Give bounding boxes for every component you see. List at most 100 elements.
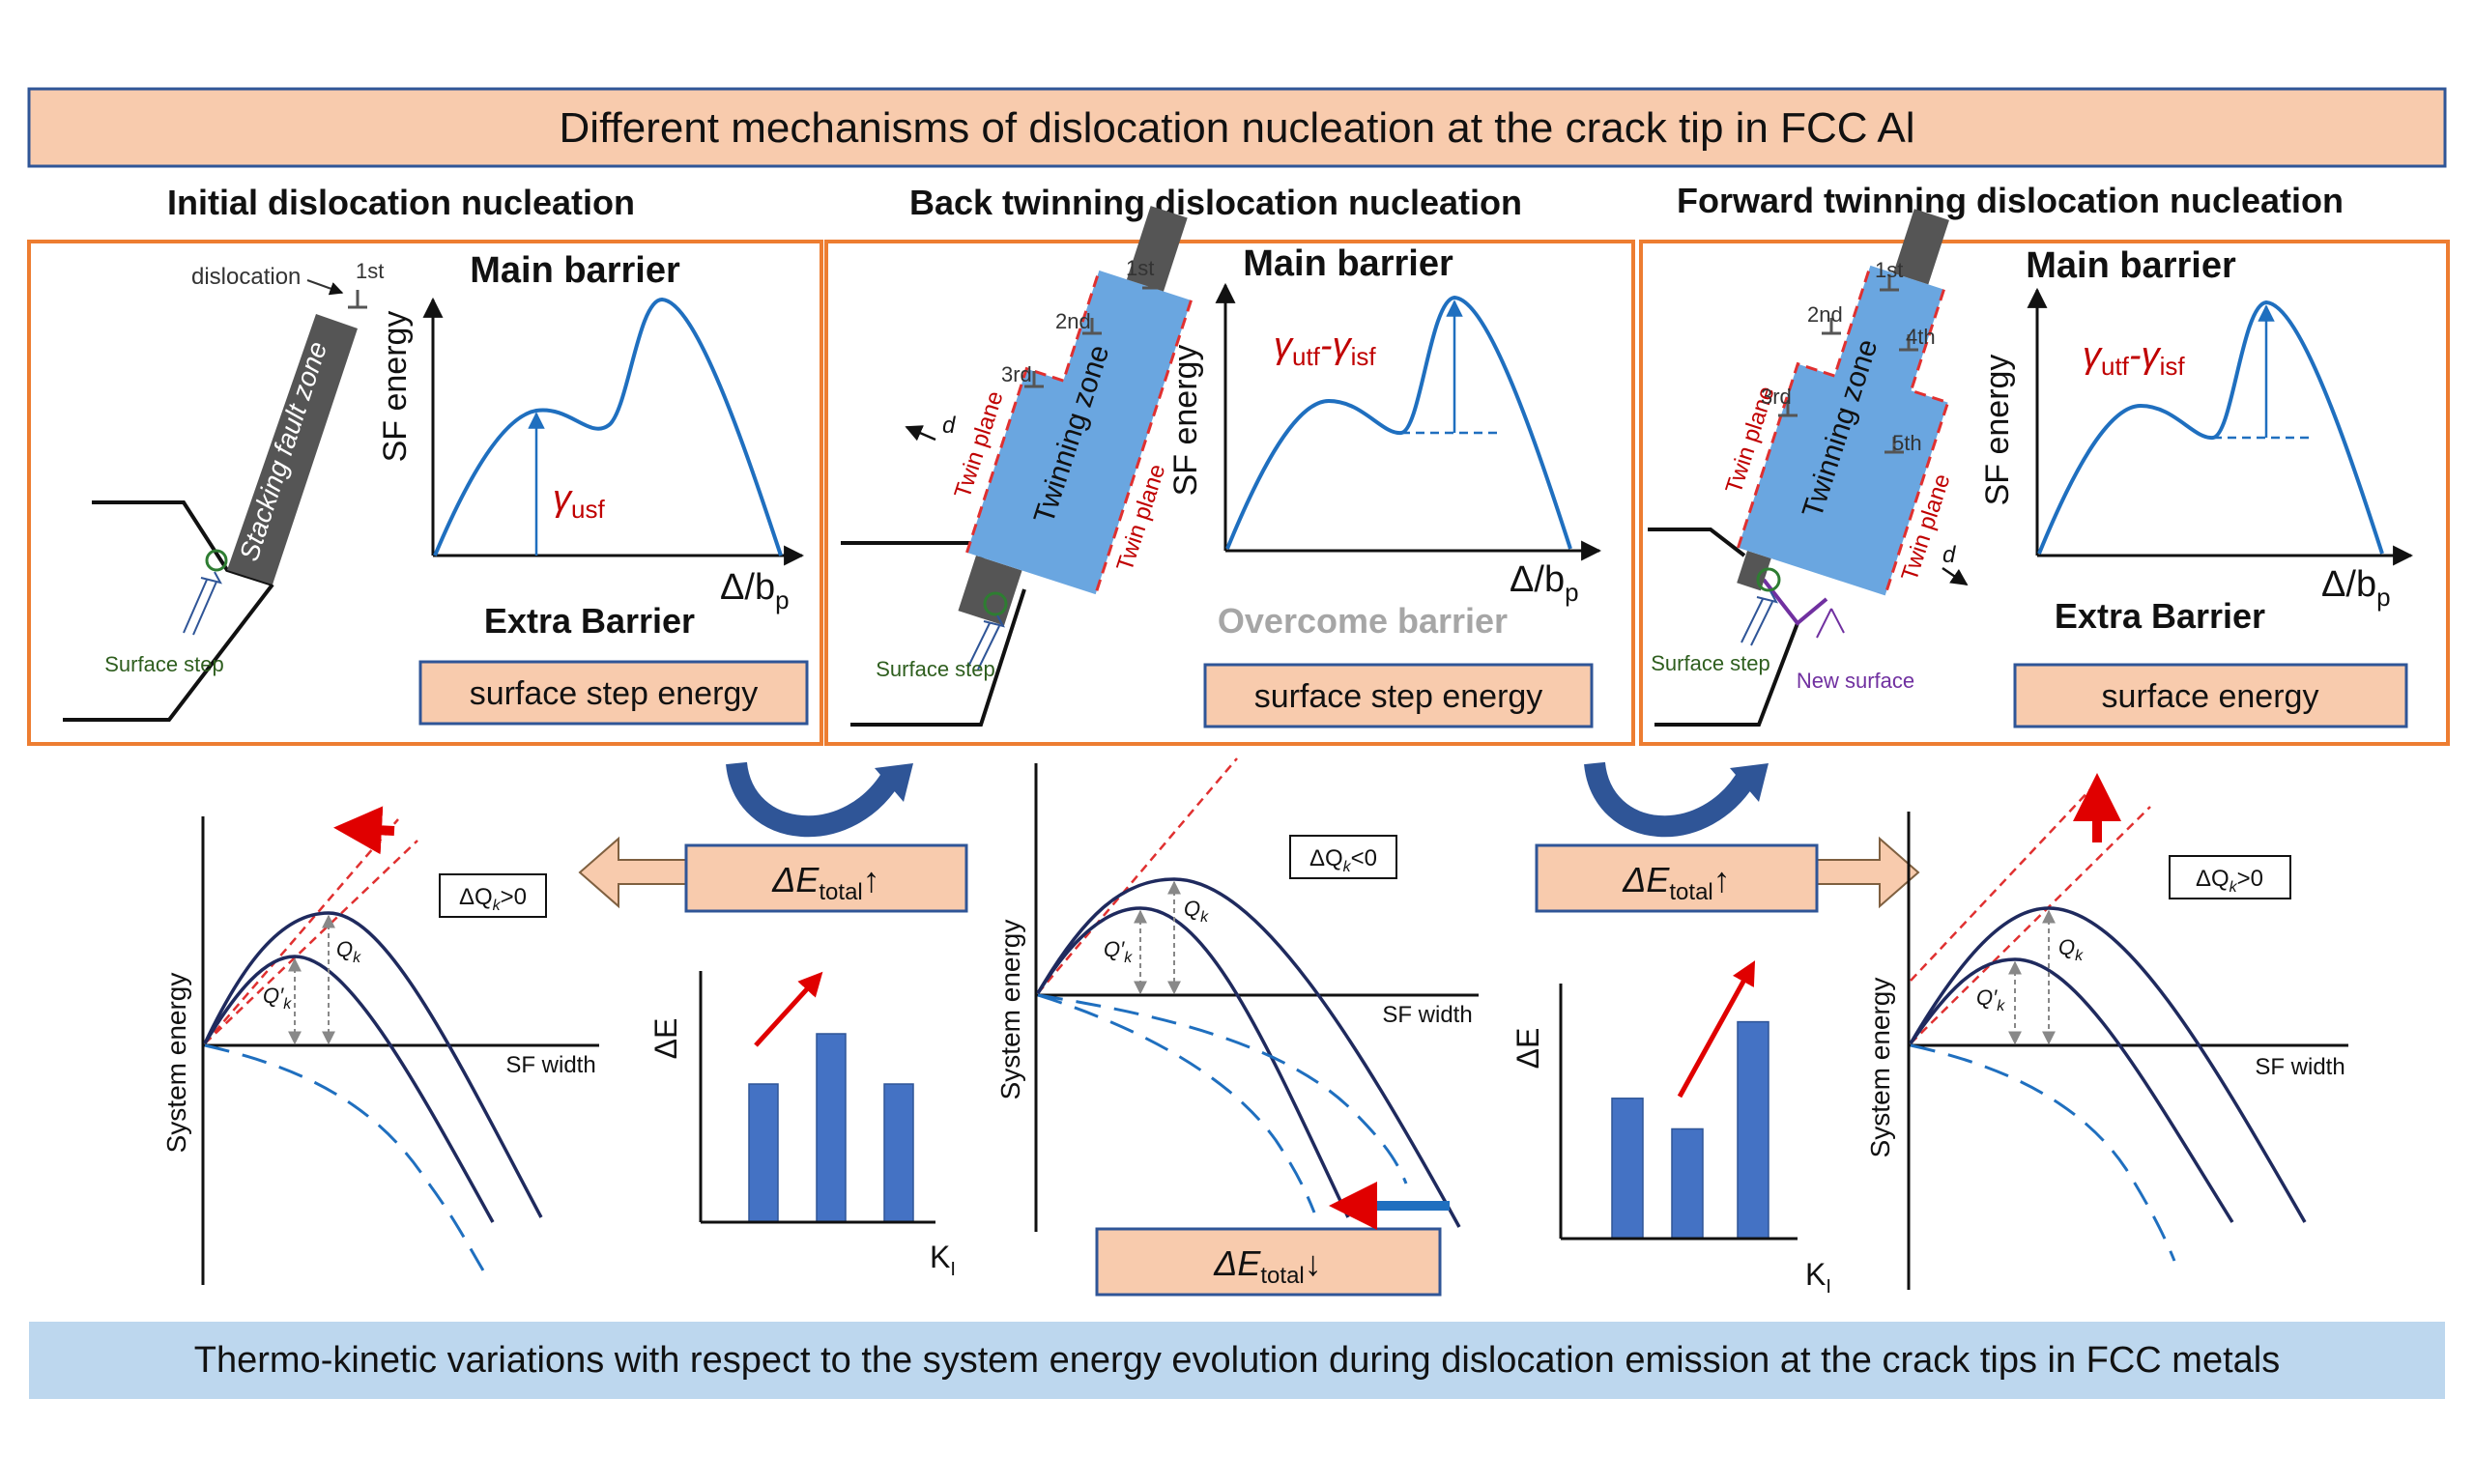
upper-fault-block: [1126, 206, 1188, 292]
tangent-line-upper: [1910, 786, 2093, 982]
order-label-1st: 1st: [1126, 256, 1154, 280]
x-axis-label: Δ/bp: [720, 567, 790, 614]
panel-heading-back: Back twinning dislocation nucleation: [909, 183, 1522, 222]
twinning-zone: [1738, 265, 1948, 596]
footer-banner: [29, 1322, 2445, 1399]
panel-initial: Stacking fault zone 1st dislocation Surf…: [27, 240, 823, 746]
etotal-box-middle: [1095, 1227, 1442, 1297]
trend-arrow: [1677, 960, 1756, 1099]
qk-prime-label: Q′k: [1104, 937, 1133, 966]
dislocation-symbol-3rd: [1024, 371, 1044, 388]
x-axis-label: Δ/bp: [1510, 559, 1579, 607]
energy-curve-upper: [203, 911, 543, 1218]
panel-heading-forward: Forward twinning dislocation nucleation: [1677, 181, 2344, 220]
utf-isf-symbol: γutf-γisf: [1274, 326, 1376, 371]
bar-2: [1671, 1127, 1704, 1240]
surface-step-arrow: [1740, 590, 1778, 646]
twin-plane-right-dash: [1094, 300, 1193, 595]
surface-energy-curve: [1910, 1043, 2176, 1262]
dq-label: ΔQk>0: [2196, 866, 2263, 896]
utf-isf-symbol: γutf-γisf: [2083, 335, 2185, 381]
dislocation-symbol-1st: [1880, 274, 1899, 292]
dislocation-symbol-1st: [348, 290, 367, 309]
surface-step-arrow: [967, 614, 1005, 671]
d-direction-arrow: [905, 425, 936, 442]
y-axis-label: SF energy: [1167, 345, 1204, 497]
qk-prime-label: Q′k: [263, 984, 292, 1013]
tangent-line-lower: [1910, 806, 2151, 1044]
new-surface-label: New surface: [1797, 669, 1914, 693]
tangent-line: [1037, 757, 1238, 994]
dq-label: ΔQk>0: [459, 884, 527, 914]
surface-step-label: Surface step: [876, 657, 995, 681]
title-banner: [27, 87, 2447, 168]
trend-arrow: [754, 971, 823, 1047]
tangent-line-upper: [204, 818, 399, 1044]
x-axis-label: SF width: [505, 1052, 595, 1078]
new-surface-line: [1762, 578, 1828, 626]
bar-1: [1611, 1098, 1644, 1240]
figure-title: Different mechanisms of dislocation nucl…: [560, 104, 1915, 152]
order-label-1st: 1st: [356, 259, 384, 283]
upper-fault-block: [1893, 209, 1949, 285]
energy-plot-left: System energy SF width Qk Q′k ΔQk>0: [161, 806, 599, 1285]
barrier-note: Overcome barrier: [1218, 601, 1508, 641]
panel-forward-twinning: Twinning zone Twin plane Twin plane 1st …: [1639, 209, 2450, 746]
x-axis-label: SF width: [2255, 1054, 2345, 1080]
etotal-box-right: [1535, 843, 1819, 913]
etotal-label-right: ΔEtotal↑: [1622, 860, 1731, 905]
y-axis-label: ΔE: [648, 1018, 683, 1060]
surface-step-arrow: [183, 571, 222, 636]
x-axis-label: KI: [930, 1240, 956, 1280]
d-direction-arrow: [1942, 566, 1969, 586]
bar-chart-left: ΔE KI: [648, 971, 956, 1280]
panel-frame: [824, 240, 1635, 746]
surface-energy-curve-upper: [1037, 993, 1408, 1184]
stacking-fault-zone: [227, 314, 358, 585]
dislocation-label: dislocation: [191, 264, 301, 290]
surface-step-circle: [205, 549, 228, 572]
tangent-line-lower: [204, 840, 418, 1044]
crack-lower-surface: [1654, 622, 1799, 727]
energy-curve-upper: [1036, 877, 1461, 1228]
energy-term-box: [2013, 663, 2408, 728]
new-surface-pointer: [1816, 608, 1845, 639]
surface-step-label: Surface step: [104, 652, 224, 676]
plot-title: Main barrier: [2026, 245, 2236, 286]
dq-box: [2169, 855, 2291, 899]
x-axis-label: KI: [1805, 1257, 1831, 1298]
surface-energy-curve: [204, 1043, 485, 1271]
x-axis-label: SF width: [1382, 1002, 1472, 1028]
dislocation-pointer: [306, 279, 344, 296]
lower-fault-block: [1737, 551, 1771, 591]
d-label: d: [942, 413, 956, 439]
y-axis-label: System energy: [995, 920, 1025, 1100]
y-axis-label: System energy: [1865, 978, 1895, 1158]
dislocation-symbol-3rd: [1778, 400, 1798, 417]
y-axis-label: SF energy: [377, 311, 414, 463]
order-label-1st: 1st: [1875, 258, 1903, 282]
surface-step-label: Surface step: [1651, 651, 1770, 675]
dislocation-symbol-2nd: [1082, 318, 1102, 335]
x-axis-label: Δ/bp: [2321, 564, 2391, 612]
bar-chart-right: ΔE KI: [1510, 960, 1831, 1298]
energy-curve-lower: [1036, 906, 1350, 1218]
usf-barrier-symbol: γusf: [553, 478, 605, 524]
block-arrow-right: [1811, 836, 1920, 909]
y-axis-label: ΔE: [1510, 1028, 1545, 1070]
order-label-5th: 5th: [1892, 431, 1922, 455]
panel-frame: [1639, 240, 2450, 746]
sf-energy-curve: [433, 297, 783, 556]
panel-heading-initial: Initial dislocation nucleation: [167, 183, 635, 222]
transition-arrowhead-right: [1730, 763, 1769, 802]
bar-1: [748, 1083, 779, 1223]
etotal-box-left: [684, 843, 968, 913]
plot-title: Main barrier: [1243, 243, 1453, 284]
energy-term-label: surface step energy: [470, 675, 759, 712]
sf-energy-curve: [2037, 300, 2384, 555]
energy-curve-lower: [203, 955, 495, 1223]
bar-3: [883, 1083, 914, 1223]
surface-step-circle: [1756, 567, 1781, 592]
d-label: d: [1942, 542, 1956, 568]
energy-term-label: surface step energy: [1254, 678, 1543, 715]
